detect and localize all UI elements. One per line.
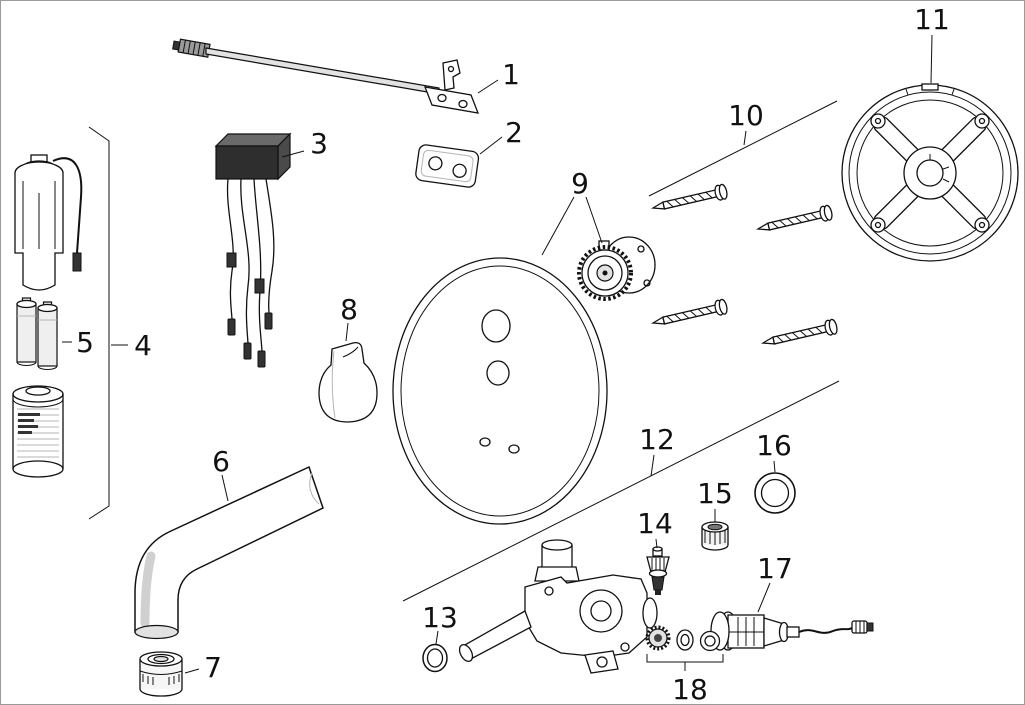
part-label-3: 3: [310, 127, 328, 160]
part-10-screws: [650, 183, 839, 351]
leader-line-8: [345, 322, 349, 342]
part-18-seal-kit: [645, 625, 721, 652]
leader-line-10: [743, 130, 747, 146]
leader-line-12: [650, 454, 655, 477]
leader-line-6: [221, 474, 229, 502]
part-label-11: 11: [914, 3, 950, 36]
part-label-2: 2: [505, 116, 523, 149]
part-13-o-ring: [422, 643, 448, 673]
part-label-18: 18: [672, 673, 708, 705]
part-15-bushing: [701, 521, 729, 551]
part-label-1: 1: [502, 58, 520, 91]
part-4-sensor-unit: [14, 154, 83, 291]
part-label-16: 16: [756, 429, 792, 462]
part-1-control-rod: [172, 38, 480, 114]
part-9-thermostat-cartridge: [577, 236, 656, 301]
part-17-sensor-cartridge: [710, 611, 874, 651]
part-label-10: 10: [728, 99, 764, 132]
part-label-9: 9: [571, 167, 589, 200]
part-9-cover-plate: [392, 257, 608, 525]
part-6-spout: [134, 465, 324, 640]
part-10-group-bracket: [648, 100, 838, 197]
leader-line-3: [281, 150, 305, 158]
part-12-valve-body: [458, 539, 658, 674]
part-label-15: 15: [697, 477, 733, 510]
part-label-17: 17: [757, 552, 793, 585]
leader-line-13: [435, 630, 439, 645]
part-4-battery-canister: [12, 385, 64, 478]
part-2-mounting-plate: [415, 144, 480, 188]
part-7-aerator: [139, 651, 183, 697]
part-label-5: 5: [76, 326, 94, 359]
part-8-handle-knob: [318, 341, 378, 423]
leader-line-16: [773, 460, 776, 473]
leader-line-14: [655, 538, 658, 549]
part-12-group-bracket: [402, 380, 840, 602]
leader-line-1: [477, 79, 499, 94]
part-11-mounting-ring: [841, 83, 1019, 262]
part-4-group-bracket: [88, 126, 110, 520]
part-label-8: 8: [340, 293, 358, 326]
part-label-7: 7: [204, 651, 222, 684]
leader-line-7: [184, 668, 200, 674]
part-label-14: 14: [637, 507, 673, 540]
part-16-o-ring: [754, 472, 796, 514]
part-label-12: 12: [639, 423, 675, 456]
part-18-group-bracket: [646, 654, 724, 671]
leader-line-2: [479, 136, 503, 155]
leader-line-11: [930, 34, 933, 84]
part-label-6: 6: [212, 445, 230, 478]
part-label-4: 4: [134, 329, 152, 362]
leader-line-17: [757, 582, 771, 613]
leader-line-9: [541, 196, 603, 256]
part-5-batteries: [16, 297, 58, 370]
part-3-electronics-box: [214, 132, 292, 368]
part-14-check-valve: [646, 546, 670, 595]
part-label-13: 13: [422, 601, 458, 634]
